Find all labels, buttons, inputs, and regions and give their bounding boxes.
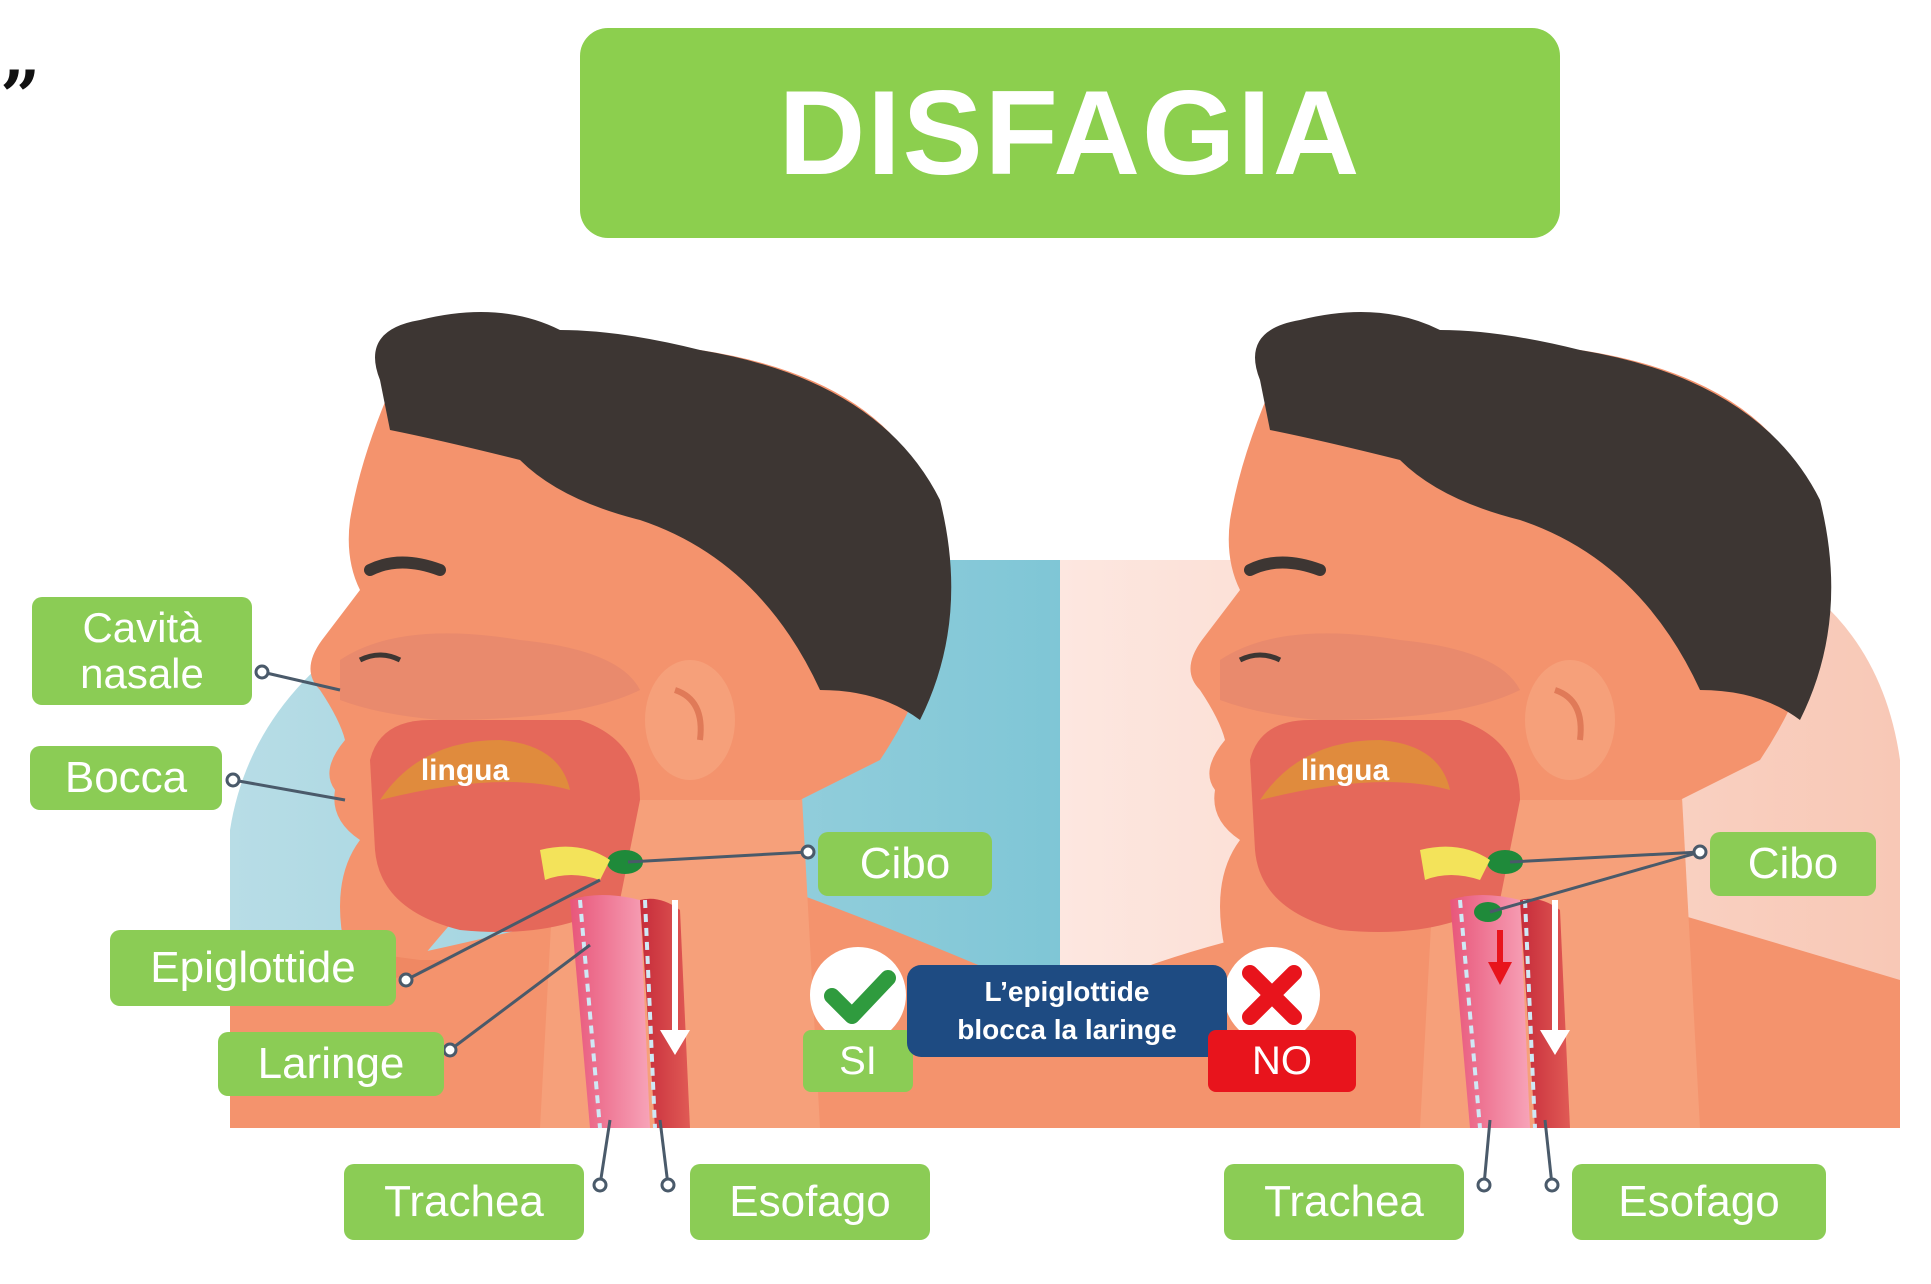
left-ear — [645, 660, 735, 780]
label-cavita-nasale: Cavità nasale — [32, 597, 252, 705]
label-epiglottide: Epiglottide — [110, 930, 396, 1006]
label-cibo-left: Cibo — [818, 832, 992, 896]
label-trachea-right: Trachea — [1224, 1164, 1464, 1240]
status-si-badge: SI — [803, 1030, 913, 1092]
right-ear — [1525, 660, 1615, 780]
label-esofago-right: Esofago — [1572, 1164, 1826, 1240]
right-lingua-label: lingua — [1301, 754, 1390, 787]
label-cibo-right: Cibo — [1710, 832, 1876, 896]
label-esofago-left: Esofago — [690, 1164, 930, 1240]
epiglottis-blocks-message: L’epiglottide blocca la laringe — [907, 965, 1227, 1057]
left-lingua-label: lingua — [421, 754, 510, 787]
label-bocca: Bocca — [30, 746, 222, 810]
cross-icon — [1224, 947, 1320, 1043]
label-laringe: Laringe — [218, 1032, 444, 1096]
check-icon — [810, 947, 906, 1043]
label-trachea-left: Trachea — [344, 1164, 584, 1240]
status-no-badge: NO — [1208, 1030, 1356, 1092]
